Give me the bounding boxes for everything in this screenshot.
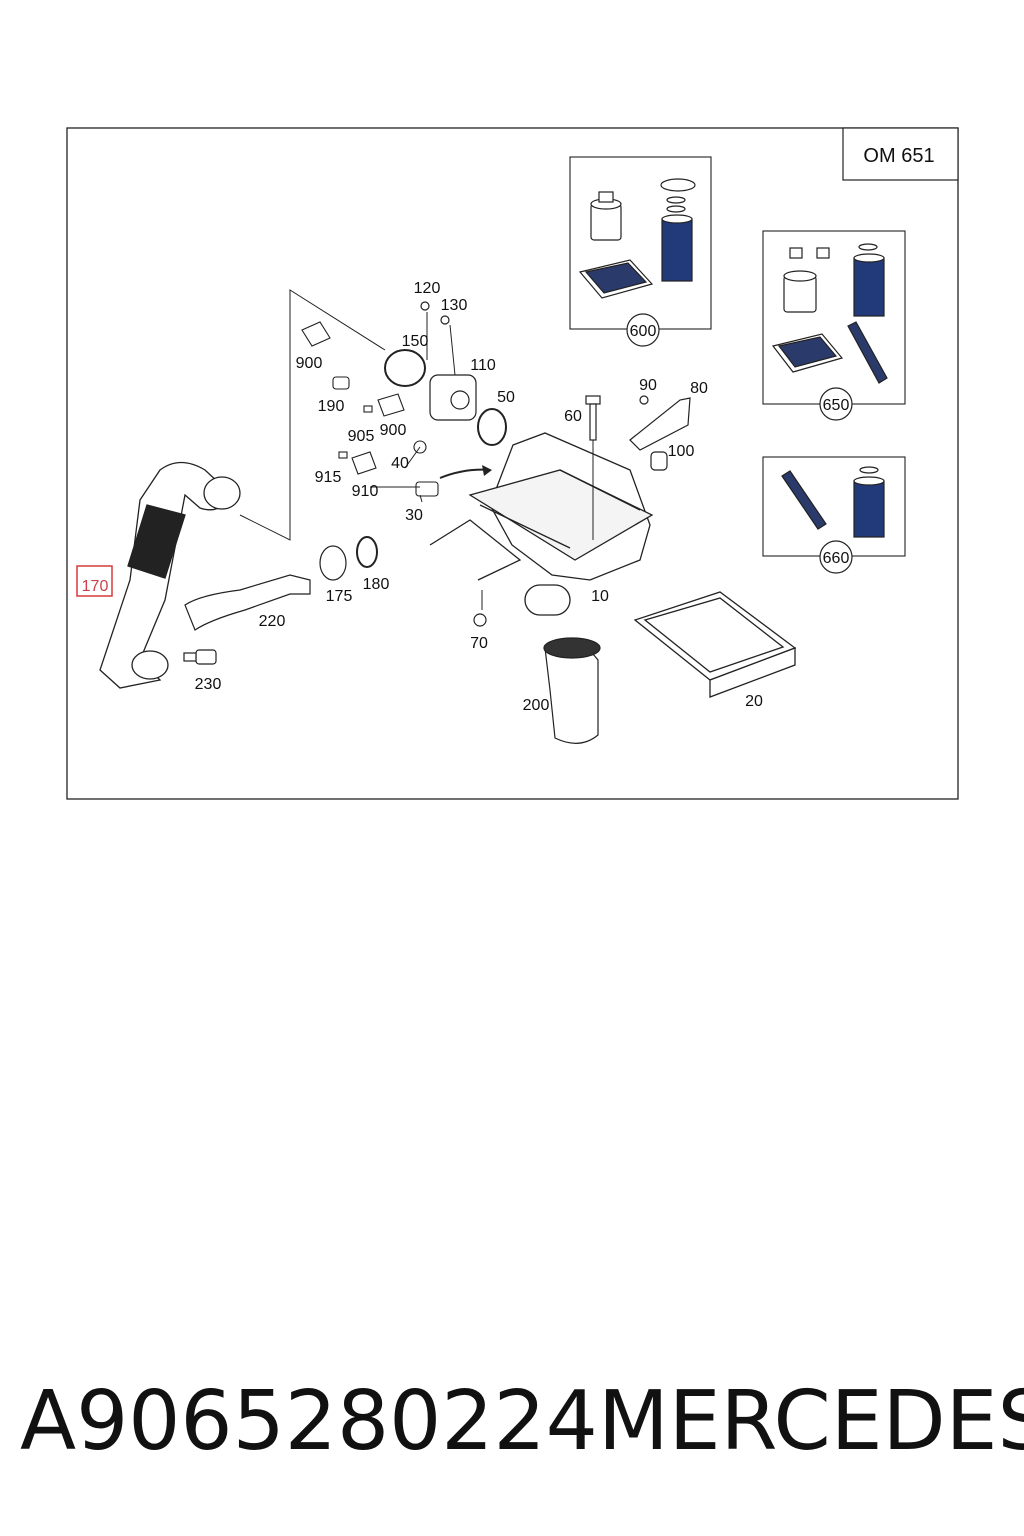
callout-120: 120: [414, 280, 441, 297]
oil-filter-600: [660, 178, 696, 282]
sensor-parts: [301, 321, 439, 497]
callout-900-b: 900: [380, 422, 407, 439]
callout-30: 30: [405, 507, 423, 524]
air-filter-element-20: [633, 591, 797, 698]
diagram-frame: [66, 127, 959, 800]
callout-900-a: 900: [296, 355, 323, 372]
engine-label: OM 651: [863, 145, 934, 167]
fuel-filter-600: [590, 191, 622, 241]
flow-arrow: [439, 468, 491, 479]
hose-220: [184, 574, 311, 631]
callout-230: 230: [195, 676, 222, 693]
kit-circle-660: [819, 540, 853, 574]
callout-175: 175: [326, 588, 353, 605]
brand-name: MERCEDES: [598, 1374, 1024, 1469]
air-element-650: [771, 321, 888, 384]
grommet-70: [473, 613, 487, 627]
kit-circle-600: [626, 313, 660, 347]
callout-910: 910: [352, 483, 379, 500]
callout-190: 190: [318, 398, 345, 415]
air-element-600: [578, 259, 654, 299]
callout-200: 200: [523, 697, 550, 714]
kit-660-parts: [781, 466, 885, 538]
callout-180: 180: [363, 576, 390, 593]
bolt-230: [183, 649, 217, 665]
callout-905: 905: [348, 428, 375, 445]
air-filter-housing: [429, 432, 654, 616]
callout-915: 915: [315, 469, 342, 486]
callout-660: 660: [823, 550, 850, 567]
callout-10: 10: [591, 588, 609, 605]
charge-pipe-170: [99, 461, 241, 689]
callout-50: 50: [497, 389, 515, 406]
callout-130: 130: [441, 297, 468, 314]
kit-circle-650: [819, 387, 853, 421]
highlight-box-170: [76, 565, 113, 597]
flow-arrow-head: [482, 465, 492, 476]
oil-filter-650: [853, 243, 885, 317]
callout-220: 220: [259, 613, 286, 630]
fuel-filter-650: [783, 247, 830, 313]
callout-170: 170: [82, 578, 109, 595]
callout-650: 650: [823, 397, 850, 414]
callout-40: 40: [391, 455, 409, 472]
clamp-175-180: [319, 536, 378, 581]
callout-90: 90: [639, 377, 657, 394]
callout-70: 70: [470, 635, 488, 652]
callout-150: 150: [402, 333, 429, 350]
intake-duct-200: [543, 637, 601, 744]
callout-600: 600: [630, 323, 657, 340]
callout-20: 20: [745, 693, 763, 710]
engine-label-box: [842, 127, 959, 181]
leader-lines: [239, 289, 483, 610]
bracket-80: [629, 395, 691, 471]
air-mass-sensor-110: [384, 301, 507, 446]
callout-100: 100: [668, 443, 695, 460]
part-number: A9065280224: [20, 1374, 598, 1469]
callout-80: 80: [690, 380, 708, 397]
bolt-60: [585, 395, 601, 441]
callout-60: 60: [564, 408, 582, 425]
callout-110: 110: [470, 357, 496, 374]
